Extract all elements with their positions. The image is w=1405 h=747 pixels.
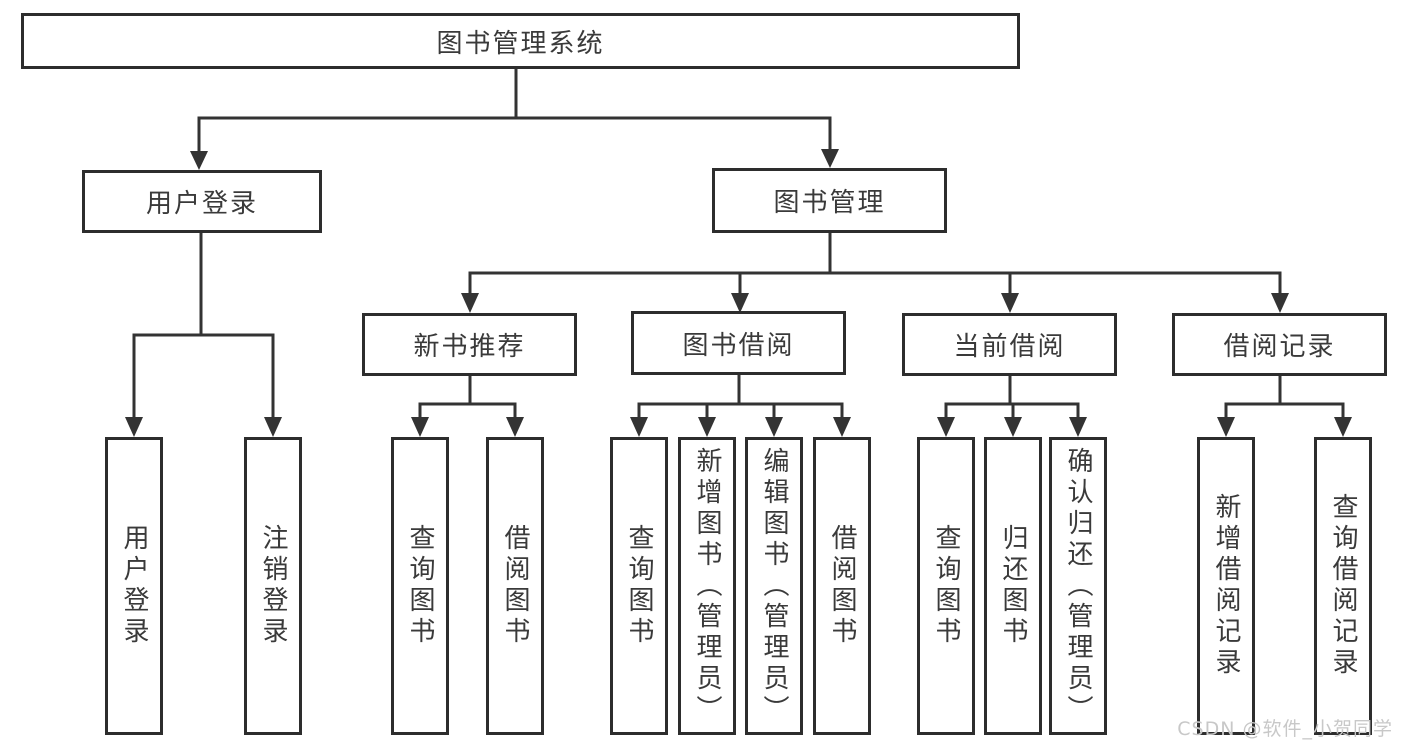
leaf-confirm-return-admin: 确认归还（管理员） [1049,437,1107,735]
leaf-label: 借阅图书 [500,524,530,648]
leaf-borrow-books-recommend: 借阅图书 [486,437,544,735]
leaf-logout: 注销登录 [244,437,302,735]
node-book-management: 图书管理 [712,168,947,233]
leaf-label: 归还图书 [998,524,1028,648]
connector-new-book-recommend-split [411,376,524,437]
leaf-return-books: 归还图书 [984,437,1042,735]
leaf-borrow-books: 借阅图书 [813,437,871,735]
connector-current-borrow-split [937,376,1087,437]
leaf-query-borrow-record: 查询借阅记录 [1314,437,1372,735]
node-borrow-records: 借阅记录 [1172,313,1387,376]
leaf-label: 新增借阅记录 [1211,493,1241,679]
csdn-watermark: CSDN @软件_小贺同学 [1177,718,1393,740]
leaf-user-login: 用户登录 [105,437,163,735]
connector-book-management-split [461,233,1289,313]
leaf-query-books-recommend: 查询图书 [391,437,449,735]
node-current-borrow: 当前借阅 [902,313,1117,376]
leaf-query-books-current: 查询图书 [917,437,975,735]
node-user-login: 用户登录 [82,170,322,233]
leaf-label: 查询图书 [931,524,961,648]
connector-book-borrow-split [630,375,851,437]
leaf-label: 查询图书 [405,524,435,648]
node-root: 图书管理系统 [21,13,1020,69]
leaf-add-books-admin: 新增图书（管理员） [678,437,736,735]
leaf-label: 编辑图书（管理员） [759,446,789,726]
leaf-label: 查询借阅记录 [1328,493,1358,679]
leaf-label: 借阅图书 [827,524,857,648]
leaf-label: 确认归还（管理员） [1063,446,1093,726]
node-new-book-recommend: 新书推荐 [362,313,577,376]
connector-borrow-records-split [1217,376,1352,437]
leaf-edit-books-admin: 编辑图书（管理员） [745,437,803,735]
leaf-label: 用户登录 [119,524,149,648]
leaf-label: 注销登录 [258,524,288,648]
connector-root-split [190,68,839,170]
connector-user-login-split [125,233,282,437]
leaf-query-books-borrow: 查询图书 [610,437,668,735]
node-book-borrow: 图书借阅 [631,311,846,375]
leaf-label: 新增图书（管理员） [692,446,722,726]
leaf-label: 查询图书 [624,524,654,648]
leaf-add-borrow-record: 新增借阅记录 [1197,437,1255,735]
